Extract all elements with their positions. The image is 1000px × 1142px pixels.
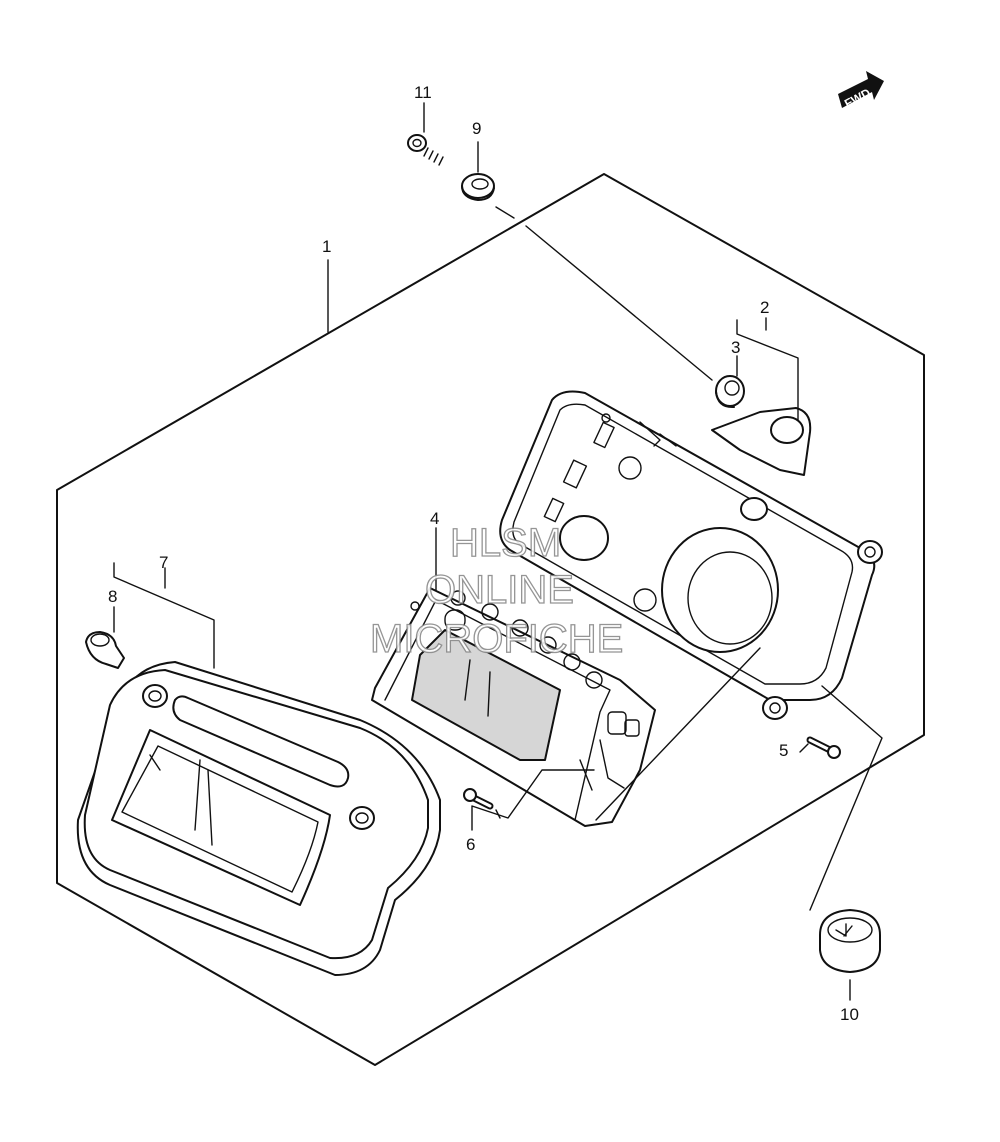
grommet-part-3 bbox=[715, 375, 745, 409]
watermark-line-1: HLSM bbox=[450, 521, 561, 565]
callout-11: 11 bbox=[414, 83, 432, 102]
watermark-line-2: ONLINE bbox=[425, 568, 574, 612]
assembly-boundary bbox=[56, 173, 925, 1066]
callout-7: 7 bbox=[159, 553, 168, 572]
callout-1: 1 bbox=[322, 237, 331, 256]
grommet-part-9 bbox=[461, 173, 495, 201]
callout-9: 9 bbox=[472, 119, 481, 138]
bulb-part-10 bbox=[819, 909, 881, 973]
circuit-board-part-4 bbox=[371, 587, 656, 827]
watermark: HLSM ONLINE MICROFICHE bbox=[369, 520, 624, 661]
callout-3: 3 bbox=[731, 338, 740, 357]
screw-part-6 bbox=[463, 788, 494, 810]
callout-labels: 1 2 3 4 5 6 7 8 9 10 11 bbox=[108, 83, 859, 1024]
fwd-arrow-icon: FWD bbox=[838, 71, 884, 111]
callout-6: 6 bbox=[466, 835, 475, 854]
watermark-line-3: MICROFICHE bbox=[370, 617, 623, 661]
callout-8: 8 bbox=[108, 587, 117, 606]
screw-part-5 bbox=[806, 736, 841, 759]
callout-2: 2 bbox=[760, 298, 769, 317]
leader-lines bbox=[113, 102, 883, 1001]
callout-10: 10 bbox=[840, 1005, 859, 1024]
screw-part-8 bbox=[85, 631, 125, 669]
callout-4: 4 bbox=[430, 509, 439, 528]
front-panel-part-7 bbox=[76, 661, 441, 976]
meter-case bbox=[499, 390, 883, 720]
callout-5: 5 bbox=[779, 741, 788, 760]
bolt-part-11 bbox=[407, 134, 451, 168]
